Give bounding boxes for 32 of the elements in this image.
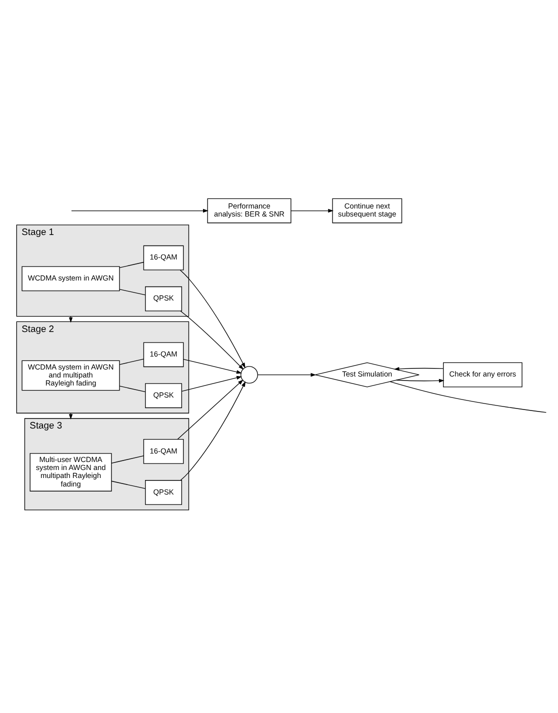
connector xyxy=(111,455,144,463)
arrow xyxy=(290,208,334,212)
arrow xyxy=(180,269,246,368)
arrow xyxy=(180,380,246,480)
node-box: WCDMA system in AWGN xyxy=(22,266,120,291)
node-box: QPSK xyxy=(145,382,182,408)
connector xyxy=(119,261,144,268)
node-box: 16-QAM xyxy=(143,342,184,367)
connector xyxy=(119,358,144,364)
node-box: QPSK xyxy=(145,286,182,311)
arrow xyxy=(180,310,244,370)
connector xyxy=(119,385,146,392)
node-box: Performance analysis: BER & SNR xyxy=(207,198,292,223)
node-box: Continue next subsequent stage xyxy=(332,198,402,223)
node-box: 16-QAM xyxy=(143,438,184,464)
node-box: QPSK xyxy=(145,480,182,504)
node-box: 16-QAM xyxy=(143,244,184,270)
arrow xyxy=(396,378,444,382)
arrow xyxy=(257,372,316,376)
arrow xyxy=(177,379,244,440)
node-box: Check for any errors xyxy=(443,362,522,387)
arrow xyxy=(181,375,242,392)
connector xyxy=(390,380,547,412)
connector xyxy=(119,288,146,295)
node-box: Multi-user WCDMA system in AWGN and multipath Rayleigh fading xyxy=(30,452,112,491)
connector xyxy=(111,480,146,488)
arrow xyxy=(71,208,208,212)
node-circle xyxy=(240,366,258,384)
node-box: WCDMA system in AWGN and multipath Rayleigh fading xyxy=(22,360,120,390)
arrow xyxy=(394,366,444,370)
node-diamond: Test Simulation xyxy=(314,362,420,387)
arrow xyxy=(183,358,242,374)
